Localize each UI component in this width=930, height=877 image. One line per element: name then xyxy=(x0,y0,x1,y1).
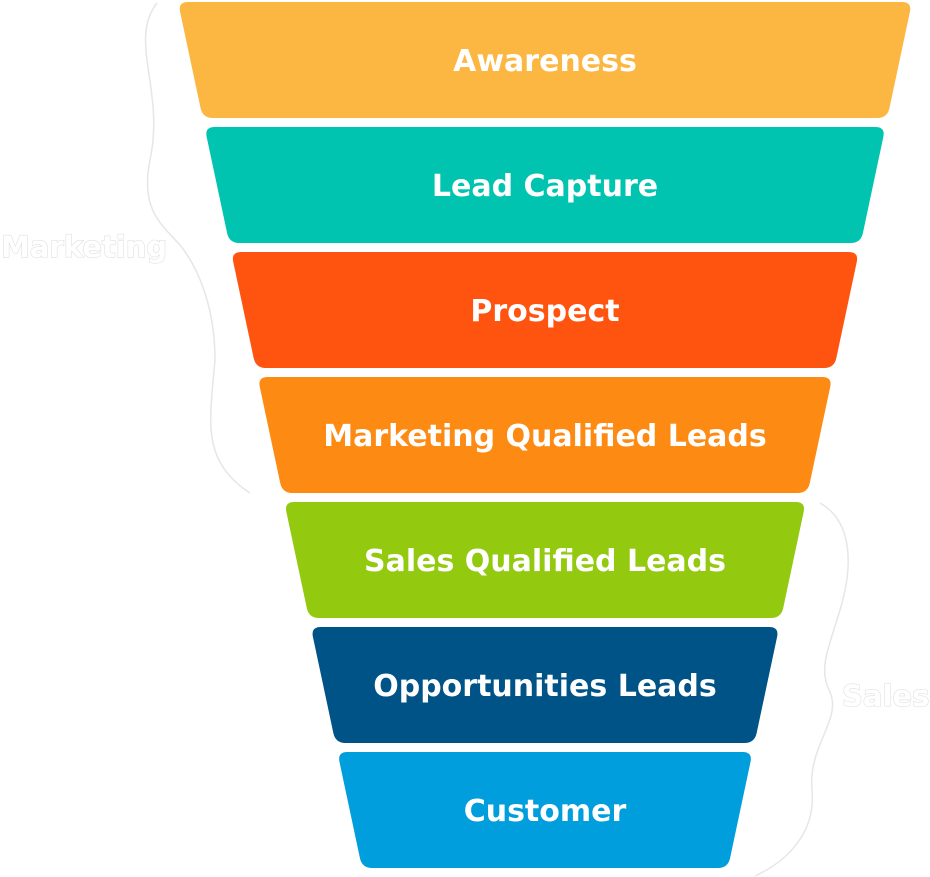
marketing-brace xyxy=(144,2,251,494)
sales-group-label: Sales xyxy=(842,679,929,713)
funnel-stage-label: Marketing Qualified Leads xyxy=(323,419,767,454)
funnel-stage-label: Opportunities Leads xyxy=(373,669,717,704)
funnel-stage: Marketing Qualified Leads xyxy=(259,377,831,493)
funnel-stage: Prospect xyxy=(232,252,858,368)
funnel-stage-label: Prospect xyxy=(470,294,619,329)
funnel-stage-band xyxy=(259,377,831,493)
funnel-stage-label: Sales Qualified Leads xyxy=(364,544,726,579)
sales-brace xyxy=(754,502,849,877)
funnel-stage-label: Lead Capture xyxy=(432,169,658,204)
funnel-stage: Awareness xyxy=(179,2,911,118)
funnel-stage: Sales Qualified Leads xyxy=(286,502,804,618)
funnel-stage: Lead Capture xyxy=(206,127,884,243)
funnel-stage-label: Customer xyxy=(464,794,627,829)
funnel-stage-band xyxy=(339,752,751,868)
marketing-group-label: Marketing xyxy=(1,230,167,264)
funnel-stage-band xyxy=(312,627,778,743)
funnel-stage-band xyxy=(232,252,858,368)
funnel-stage-band xyxy=(286,502,804,618)
funnel-stage: Opportunities Leads xyxy=(312,627,778,743)
funnel-stage-band xyxy=(179,2,911,118)
funnel-stage-band xyxy=(206,127,884,243)
funnel-stage-label: Awareness xyxy=(453,44,637,79)
funnel-stage: Customer xyxy=(339,752,751,868)
